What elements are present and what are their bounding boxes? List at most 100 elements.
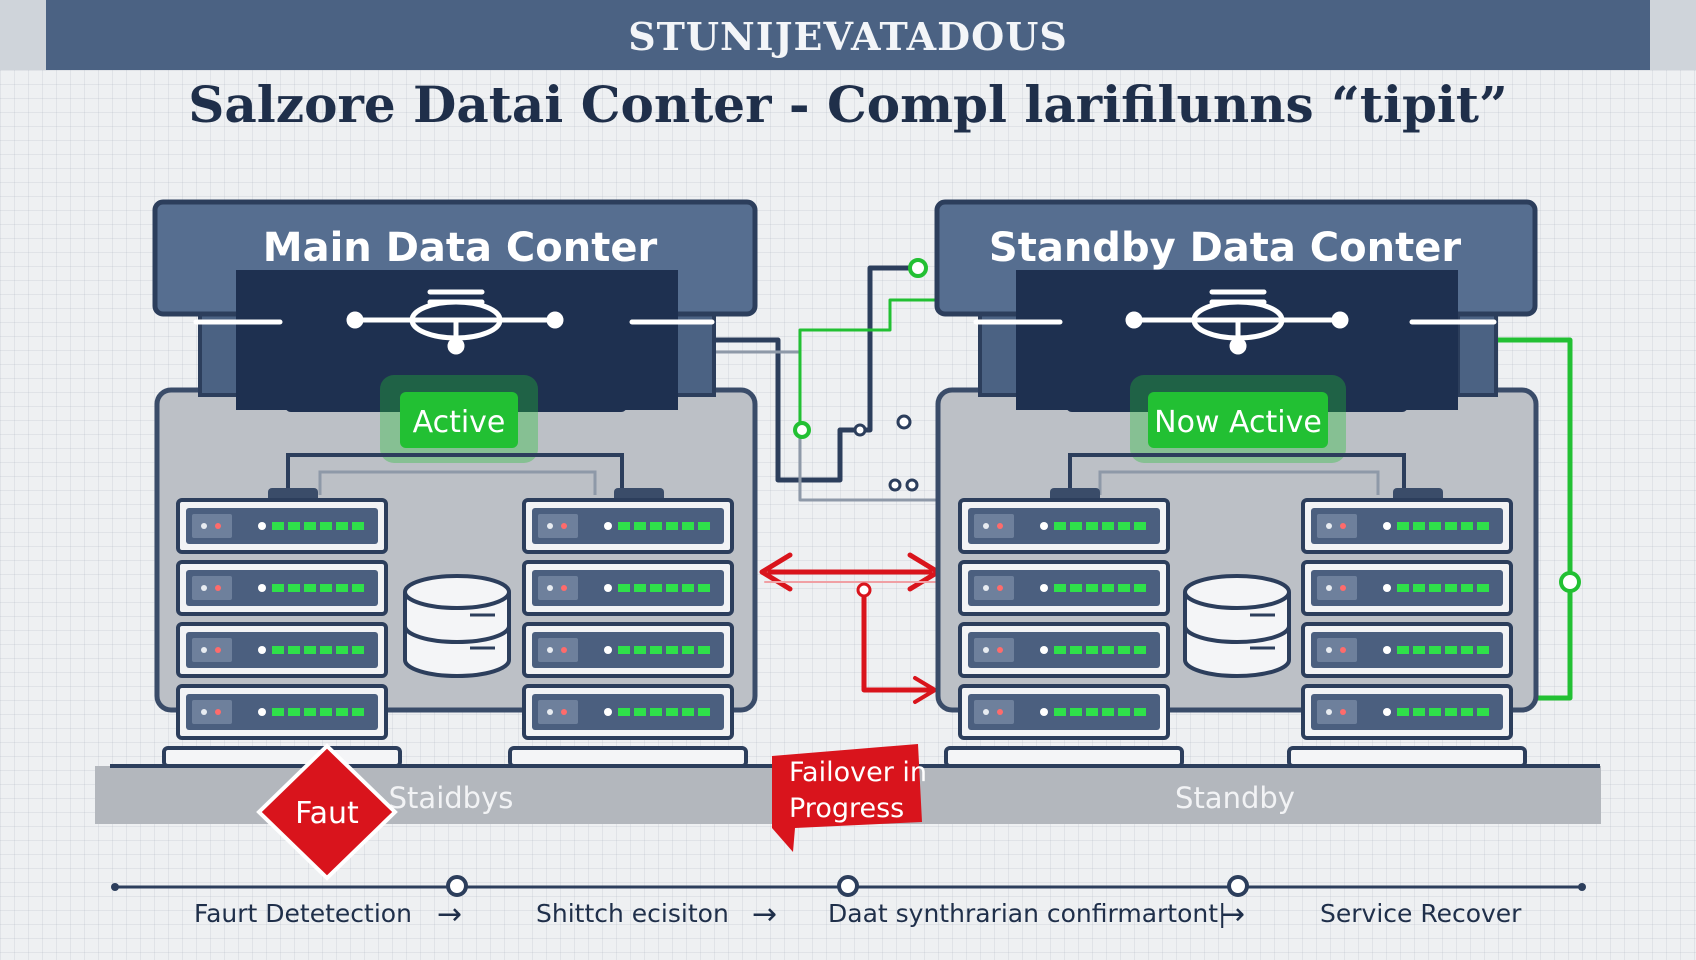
status-led (258, 584, 266, 592)
status-led (1383, 522, 1391, 530)
status-led (1326, 647, 1332, 653)
activity-led (1397, 584, 1409, 592)
activity-led (320, 646, 332, 654)
status-led (1383, 646, 1391, 654)
status-led (1040, 708, 1048, 716)
timeline-node (446, 875, 468, 897)
activity-led (650, 522, 662, 530)
activity-led (288, 522, 300, 530)
timeline-step: Faurt Detetection (194, 899, 412, 928)
server-bay (1317, 700, 1357, 724)
server-rack (508, 488, 748, 768)
activity-led (1070, 584, 1082, 592)
now-active-badge-label: Now Active (1154, 405, 1322, 440)
status-led (1340, 585, 1346, 591)
activity-led (634, 522, 646, 530)
main-center-name: Main Data Conter (263, 225, 658, 271)
activity-led (1429, 584, 1441, 592)
status-led (1326, 709, 1332, 715)
timeline-step: Shittch ecisiton (536, 899, 729, 928)
status-led (201, 647, 207, 653)
status-led (215, 647, 221, 653)
activity-led (698, 522, 710, 530)
activity-led (666, 646, 678, 654)
status-led (983, 709, 989, 715)
activity-led (1429, 708, 1441, 716)
timeline: Faurt Detetection → Shittch ecisiton → D… (111, 875, 1586, 932)
main-rack-link-1 (286, 453, 624, 495)
link-node-1 (896, 414, 912, 430)
activity-led (1118, 522, 1130, 530)
status-led (604, 522, 612, 530)
failover-callout: Failover in Progress (772, 744, 927, 852)
activity-led (650, 584, 662, 592)
server-racks (162, 488, 1527, 768)
activity-led (666, 522, 678, 530)
status-led (201, 585, 207, 591)
activity-led (666, 708, 678, 716)
link-node-2 (888, 478, 902, 492)
activity-led (1070, 708, 1082, 716)
activity-led (1461, 522, 1473, 530)
activity-led (1461, 708, 1473, 716)
status-led (1326, 523, 1332, 529)
activity-led (1054, 584, 1066, 592)
activity-led (1477, 584, 1489, 592)
status-led (1383, 584, 1391, 592)
rack-base (944, 746, 1184, 768)
activity-led (1397, 522, 1409, 530)
activity-led (666, 584, 678, 592)
activity-led (650, 708, 662, 716)
timeline-step: Service Recover (1320, 899, 1522, 928)
standby-rack-link-2 (1098, 470, 1380, 495)
activity-led (1086, 708, 1098, 716)
fault-warning-icon: Faut (256, 743, 398, 881)
activity-led (682, 522, 694, 530)
activity-led (1413, 584, 1425, 592)
activity-led (1134, 708, 1146, 716)
activity-led (304, 584, 316, 592)
status-led (201, 523, 207, 529)
activity-led (682, 584, 694, 592)
standby-center-pillar-left (978, 303, 1020, 397)
activity-led (1477, 646, 1489, 654)
activity-led (1413, 646, 1425, 654)
status-led (604, 646, 612, 654)
activity-led (288, 708, 300, 716)
status-led (1383, 708, 1391, 716)
activity-led (1102, 646, 1114, 654)
activity-led (304, 522, 316, 530)
activity-led (1134, 584, 1146, 592)
fault-label: Faut (295, 796, 359, 831)
banner-edge-left (0, 0, 46, 70)
status-led (1340, 647, 1346, 653)
activity-led (336, 708, 348, 716)
database-icon (1183, 574, 1291, 678)
rack-base (162, 746, 402, 768)
activity-led (272, 708, 284, 716)
activity-led (1102, 584, 1114, 592)
activity-led (1054, 646, 1066, 654)
timeline-step: Daat synthrarian confirmartont| (828, 899, 1226, 928)
standby-center-pillar-right (1456, 303, 1498, 397)
server-bay (974, 638, 1014, 662)
status-led (561, 585, 567, 591)
top-banner: STUNIJEVATADOUS (46, 0, 1650, 70)
status-led (215, 709, 221, 715)
status-led (547, 523, 553, 529)
status-led (1040, 522, 1048, 530)
activity-led (1054, 708, 1066, 716)
activity-led (698, 646, 710, 654)
standby-rack-link-1 (1068, 453, 1406, 495)
link-node-green-3 (1559, 571, 1581, 593)
activity-led (1445, 708, 1457, 716)
activity-led (352, 522, 364, 530)
main-rack-link-2 (318, 470, 597, 495)
activity-led (1413, 522, 1425, 530)
activity-led (272, 584, 284, 592)
activity-led (336, 646, 348, 654)
timeline-endpoint (1578, 883, 1586, 891)
server-bay (974, 514, 1014, 538)
activity-led (1429, 646, 1441, 654)
failover-line-1: Failover in (789, 757, 927, 788)
